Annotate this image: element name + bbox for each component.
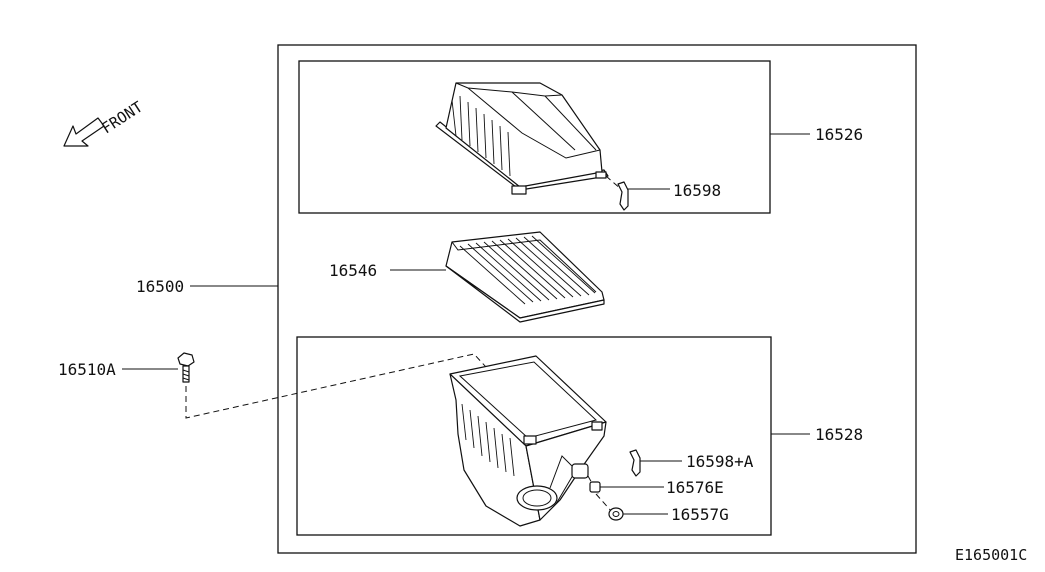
label-upper-case: 16526 bbox=[815, 125, 863, 144]
lower-clip-drawing bbox=[629, 449, 641, 477]
lower-case-box bbox=[296, 336, 772, 536]
label-nut: 16557G bbox=[671, 505, 729, 524]
bolt-drawing bbox=[177, 352, 195, 383]
front-arrow-icon bbox=[63, 117, 105, 147]
label-upper-clip: 16598 bbox=[673, 181, 721, 200]
label-lower-case: 16528 bbox=[815, 425, 863, 444]
label-lower-clip: 16598+A bbox=[686, 452, 754, 471]
filter-element-drawing bbox=[445, 231, 605, 323]
label-grommet: 16576E bbox=[666, 478, 724, 497]
upper-case-drawing bbox=[435, 82, 623, 195]
upper-clip-drawing bbox=[617, 181, 629, 211]
label-bolt: 16510A bbox=[58, 360, 116, 379]
figure-code: E165001C bbox=[955, 546, 1027, 564]
nut-drawing bbox=[608, 507, 624, 521]
upper-case-box bbox=[298, 60, 771, 214]
assembly-frame bbox=[277, 44, 917, 554]
label-filter-element: 16546 bbox=[329, 261, 377, 280]
lower-case-drawing bbox=[449, 355, 613, 527]
label-assembly: 16500 bbox=[136, 277, 184, 296]
front-label: FRONT bbox=[98, 98, 146, 138]
grommet-drawing bbox=[589, 481, 601, 493]
